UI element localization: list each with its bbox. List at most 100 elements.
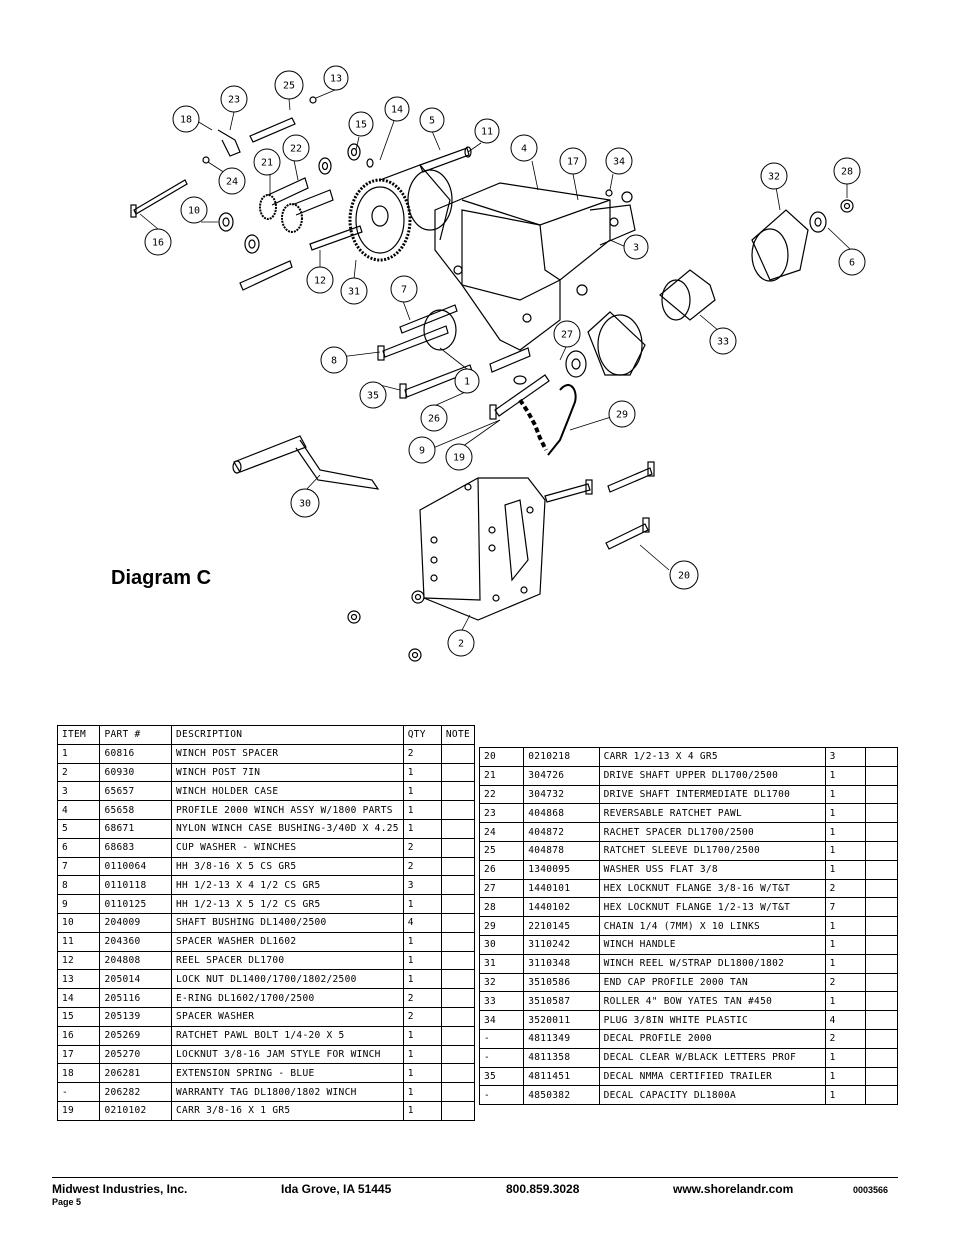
- cell-description: DECAL CLEAR W/BLACK LETTERS PROF: [598, 1047, 826, 1068]
- cell-part-number: 205116: [99, 988, 173, 1008]
- cell-note: [864, 784, 899, 805]
- callout-label: 9: [419, 446, 425, 457]
- cell-item: 1: [56, 743, 101, 764]
- winch-case-drawing: [434, 182, 636, 351]
- cell-qty: 1: [402, 1063, 442, 1084]
- cell-item: 33: [478, 991, 525, 1012]
- callout-20: 20: [669, 560, 699, 590]
- washers-drawing: [218, 143, 827, 385]
- callout-12: 12: [306, 266, 334, 294]
- header-description: DESCRIPTION: [171, 725, 404, 745]
- cell-note: [440, 743, 476, 764]
- footer-location: Ida Grove, IA 51445: [281, 1182, 392, 1196]
- callout-34: 34: [605, 147, 633, 175]
- cell-item: 12: [56, 950, 101, 971]
- cell-part-number: 65657: [99, 781, 173, 802]
- callout-label: 19: [453, 453, 465, 464]
- cell-description: SPACER WASHER DL1602: [171, 931, 404, 952]
- cell-qty: 2: [402, 837, 442, 858]
- cell-part-number: 1340095: [523, 859, 600, 880]
- callout-19: 19: [445, 443, 473, 471]
- cell-part-number: 0110118: [99, 875, 173, 896]
- chain-drawing: [518, 384, 577, 456]
- cell-qty: 1: [824, 765, 866, 786]
- callout-label: 2: [458, 639, 464, 650]
- cell-description: CHAIN 1/4 (7MM) X 10 LINKS: [598, 916, 826, 936]
- cell-description: REEL SPACER DL1700: [171, 950, 404, 971]
- cell-part-number: 205270: [99, 1044, 173, 1065]
- footer-divider: [52, 1177, 898, 1178]
- cell-note: [864, 1085, 899, 1106]
- cell-item: 30: [478, 934, 525, 955]
- callout-label: 26: [428, 414, 440, 425]
- cell-part-number: 204009: [99, 912, 173, 933]
- cell-part-number: 206282: [99, 1082, 173, 1102]
- callout-23: 23: [220, 85, 248, 113]
- parts-drawing: [130, 96, 854, 662]
- header-qty: QTY: [402, 725, 442, 745]
- cell-note: [864, 991, 899, 1012]
- cell-qty: 1: [402, 931, 442, 952]
- cell-item: 9: [56, 894, 101, 914]
- cell-description: DECAL CAPACITY DL1800A: [598, 1085, 826, 1106]
- cell-item: 24: [478, 822, 525, 842]
- callout-25: 25: [274, 70, 304, 100]
- leader-lines: [139, 89, 853, 633]
- callout-31: 31: [340, 277, 368, 305]
- callout-1: 1: [454, 368, 480, 394]
- cell-item: 25: [478, 840, 525, 861]
- callout-label: 22: [290, 144, 302, 155]
- carriage-bolts-drawing: [544, 461, 655, 550]
- cell-description: CUP WASHER - WINCHES: [171, 837, 404, 858]
- cell-part-number: 1440102: [523, 897, 600, 918]
- callout-circle: [218, 167, 246, 195]
- callout-2: 2: [447, 629, 475, 657]
- callout-27: 27: [553, 320, 581, 348]
- cell-description: RATCHET PAWL BOLT 1/4-20 X 5: [171, 1025, 404, 1046]
- cell-item: 10: [56, 912, 101, 933]
- callout-6: 6: [838, 248, 866, 276]
- callout-7: 7: [390, 275, 418, 303]
- cell-part-number: 65658: [99, 800, 173, 820]
- cell-description: WINCH HOLDER CASE: [171, 781, 404, 802]
- cell-part-number: 68671: [99, 818, 173, 839]
- callout-label: 34: [613, 157, 625, 168]
- cell-qty: 1: [824, 1085, 866, 1106]
- cell-part-number: 60930: [99, 762, 173, 783]
- cell-description: WASHER USS FLAT 3/8: [598, 859, 826, 880]
- callout-21: 21: [253, 148, 281, 176]
- cell-item: 6: [56, 837, 101, 858]
- cell-qty: 1: [402, 781, 442, 802]
- cell-note: [864, 897, 899, 918]
- footer-company: Midwest Industries, Inc.: [52, 1182, 188, 1196]
- footer-phone: 800.859.3028: [506, 1182, 580, 1196]
- cell-qty: 3: [402, 875, 442, 896]
- callout-circle: [253, 148, 281, 176]
- callout-circle: [282, 134, 310, 162]
- cell-item: 18: [56, 1063, 101, 1084]
- callout-28: 28: [833, 157, 861, 185]
- cell-description: DRIVE SHAFT UPPER DL1700/2500: [598, 765, 826, 786]
- callout-17: 17: [559, 147, 587, 175]
- cell-note: [440, 950, 476, 971]
- diagram-title: Diagram C: [111, 567, 212, 589]
- cell-part-number: 2210145: [523, 916, 600, 936]
- cell-note: [864, 916, 899, 936]
- cell-note: [864, 859, 899, 880]
- hex-nuts-drawing: [309, 96, 854, 662]
- cell-part-number: 68683: [99, 837, 173, 858]
- cell-part-number: 4850382: [523, 1085, 600, 1106]
- cell-item: 28: [478, 897, 525, 918]
